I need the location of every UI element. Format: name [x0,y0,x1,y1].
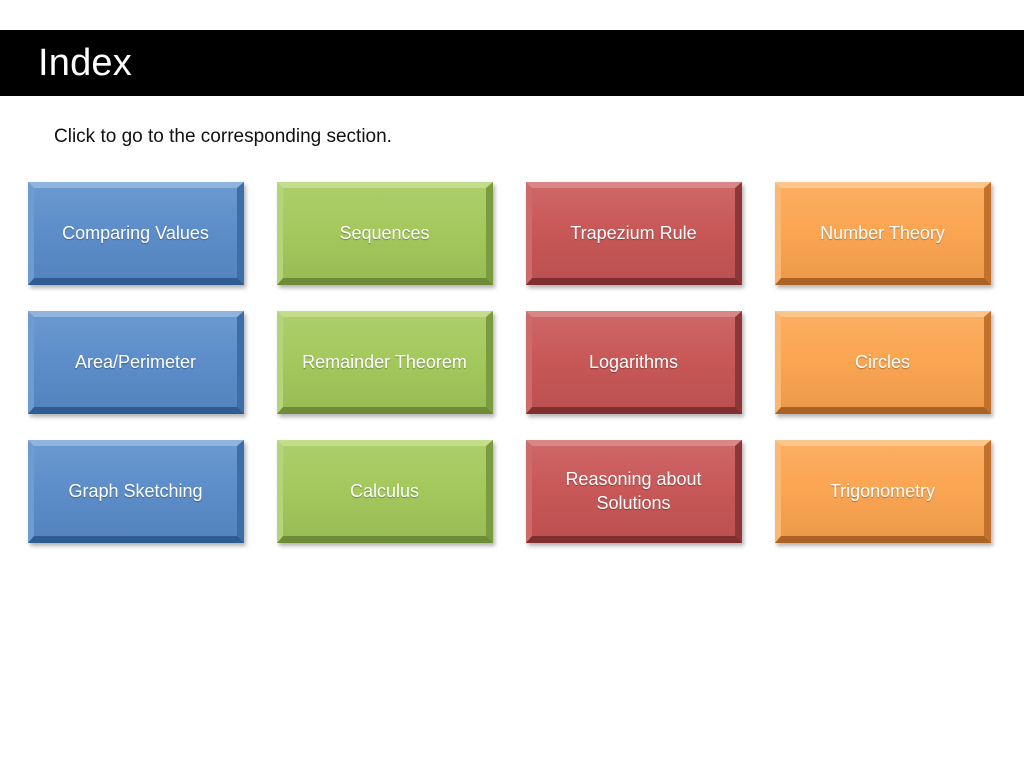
button-label: Trigonometry [829,480,936,501]
button-label: Number Theory [820,222,945,243]
section-button-comparing-values[interactable]: Comparing Values [28,182,244,285]
page-title: Index [38,42,132,84]
grid-cell: Trapezium Rule [526,182,742,285]
button-label: Graph Sketching [68,480,203,501]
section-button-area-perimeter[interactable]: Area/Perimeter [28,311,244,414]
section-button-trigonometry[interactable]: Trigonometry [775,440,991,543]
title-banner: Index [0,30,1024,96]
instruction-text: Click to go to the corresponding section… [54,126,392,147]
grid-cell: Trigonometry [775,440,991,543]
button-label: Circles [854,351,910,372]
grid-cell: Calculus [277,440,493,543]
grid-cell: Reasoning about Solutions [526,440,742,543]
section-button-sequences[interactable]: Sequences [277,182,493,285]
button-label: Trapezium Rule [570,222,697,243]
button-label: Calculus [349,480,420,501]
grid-cell: Remainder Theorem [277,311,493,414]
grid-cell: Graph Sketching [28,440,244,543]
section-button-number-theory[interactable]: Number Theory [775,182,991,285]
grid-cell: Circles [775,311,991,414]
button-label: Logarithms [588,351,679,372]
button-label: Sequences [339,222,430,243]
section-button-grid: Comparing Values Sequences Trapezium Rul… [28,182,996,569]
section-button-remainder-theorem[interactable]: Remainder Theorem [277,311,493,414]
section-button-logarithms[interactable]: Logarithms [526,311,742,414]
grid-cell: Logarithms [526,311,742,414]
button-row-2: Area/Perimeter Remainder Theorem Logarit… [28,311,996,414]
section-button-trapezium-rule[interactable]: Trapezium Rule [526,182,742,285]
button-label: Area/Perimeter [74,351,197,372]
section-button-calculus[interactable]: Calculus [277,440,493,543]
section-button-graph-sketching[interactable]: Graph Sketching [28,440,244,543]
section-button-reasoning-about-solutions[interactable]: Reasoning about Solutions [526,440,742,543]
button-label: Remainder Theorem [302,351,467,372]
button-label: Comparing Values [62,222,209,243]
section-button-circles[interactable]: Circles [775,311,991,414]
grid-cell: Number Theory [775,182,991,285]
button-row-3: Graph Sketching Calculus Reasoning about… [28,440,996,543]
button-label: Reasoning about Solutions [565,468,702,513]
grid-cell: Area/Perimeter [28,311,244,414]
grid-cell: Comparing Values [28,182,244,285]
grid-cell: Sequences [277,182,493,285]
button-row-1: Comparing Values Sequences Trapezium Rul… [28,182,996,285]
